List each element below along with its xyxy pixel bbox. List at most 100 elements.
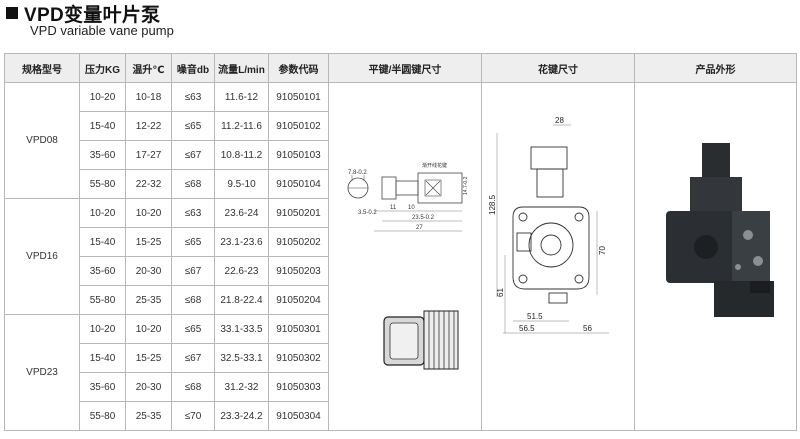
temp-cell: 25-35	[125, 401, 172, 431]
temp-cell: 10-20	[125, 198, 172, 228]
dim-text: 51.5	[527, 312, 543, 321]
spline-shaft-image	[383, 310, 459, 370]
code-cell: 91050304	[268, 401, 329, 431]
page-title: VPD变量叶片泵	[24, 4, 161, 26]
table-row: 55-80 25-35 ≤70 23.3-24.2 91050304	[5, 401, 797, 431]
temp-cell: 10-18	[125, 82, 172, 112]
pressure-cell: 15-40	[79, 111, 126, 141]
flow-cell: 22.6-23	[214, 256, 269, 286]
noise-cell: ≤63	[171, 82, 215, 112]
dim-text: 61	[496, 288, 505, 297]
dim-text: 56.5	[519, 324, 535, 333]
noise-cell: ≤65	[171, 227, 215, 257]
noise-cell: ≤65	[171, 314, 215, 344]
noise-cell: ≤67	[171, 256, 215, 286]
spec-table: 规格型号 压力KG 温升℃ 噪音db 流量L/min 参数代码 平键/半圆键尺寸…	[4, 53, 797, 431]
temp-cell: 25-35	[125, 285, 172, 315]
pressure-cell: 55-80	[79, 285, 126, 315]
flow-cell: 23.6-24	[214, 198, 269, 228]
code-cell: 91050202	[268, 227, 329, 257]
table-row: VPD08 10-20 10-18 ≤63 11.6-12 91050101 7…	[4, 82, 797, 431]
dim-text: 10	[408, 205, 415, 211]
key-size-drawing-cell: 7.8-0.2 渐开线花键 14.7-0.2 3.5-0.2 11 10	[328, 82, 482, 431]
col-header-key-size: 平键/半圆键尺寸	[328, 53, 482, 83]
noise-cell: ≤68	[171, 372, 215, 402]
temp-cell: 17-27	[125, 140, 172, 170]
temp-cell: 20-30	[125, 256, 172, 286]
title-square-icon	[6, 7, 18, 19]
noise-cell: ≤67	[171, 343, 215, 373]
col-header-code: 参数代码	[268, 53, 329, 83]
pressure-cell: 35-60	[79, 372, 126, 402]
code-cell: 91050104	[268, 169, 329, 199]
dim-text: 70	[598, 246, 607, 255]
code-cell: 91050301	[268, 314, 329, 344]
flow-cell: 11.2-11.6	[214, 111, 269, 141]
code-cell: 91050303	[268, 372, 329, 402]
col-header-pressure: 压力KG	[79, 53, 126, 83]
col-header-temp: 温升℃	[125, 53, 172, 83]
dim-text: 7.8-0.2	[348, 170, 367, 176]
page-header: VPD变量叶片泵 VPD variable vane pump	[4, 2, 174, 38]
dim-text: 14.7-0.2	[463, 176, 469, 195]
code-cell: 91050101	[268, 82, 329, 112]
dim-text: 56	[583, 324, 592, 333]
flow-cell: 11.6-12	[214, 82, 269, 112]
noise-cell: ≤70	[171, 401, 215, 431]
spline-drawing: 28 128.5 70 61 51.5 56.5 56	[488, 116, 609, 334]
temp-cell: 12-22	[125, 111, 172, 141]
code-cell: 91050102	[268, 111, 329, 141]
code-cell: 91050302	[268, 343, 329, 373]
col-header-model: 规格型号	[4, 53, 80, 83]
noise-cell: ≤63	[171, 198, 215, 228]
table-row: VPD23 10-20 10-20 ≤65 33.1-33.5 91050301	[4, 314, 797, 431]
code-cell: 91050201	[268, 198, 329, 228]
noise-cell: ≤65	[171, 111, 215, 141]
model-cell: VPD08	[4, 82, 80, 199]
dim-text: 11	[390, 205, 397, 211]
flow-cell: 10.8-11.2	[214, 140, 269, 170]
flow-cell: 23.1-23.6	[214, 227, 269, 257]
table-row: VPD16 10-20 10-20 ≤63 23.6-24 91050201	[4, 198, 797, 315]
col-header-product-shape: 产品外形	[634, 53, 797, 83]
drawing-label: 渐开线花键	[422, 162, 447, 169]
flow-cell: 31.2-32	[214, 372, 269, 402]
flow-cell: 9.5-10	[214, 169, 269, 199]
pressure-cell: 10-20	[79, 314, 126, 344]
pressure-cell: 15-40	[79, 343, 126, 373]
temp-cell: 20-30	[125, 372, 172, 402]
temp-cell: 10-20	[125, 314, 172, 344]
temp-cell: 15-25	[125, 343, 172, 373]
pressure-cell: 15-40	[79, 227, 126, 257]
flow-cell: 21.8-22.4	[214, 285, 269, 315]
table-row: 15-40 15-25 ≤67 32.5-33.1 91050302	[5, 343, 797, 373]
dim-text: 23.5-0.2	[412, 215, 435, 221]
table-row: 15-40 12-22 ≤65 11.2-11.6 91050102	[5, 111, 797, 141]
spline-size-drawing-cell: 28 128.5 70 61 51.5 56.5 56	[481, 82, 635, 431]
pressure-cell: 10-20	[79, 198, 126, 228]
table-row: 55-80 25-35 ≤68 21.8-22.4 91050204	[5, 285, 797, 315]
flow-cell: 33.1-33.5	[214, 314, 269, 344]
flow-cell: 32.5-33.1	[214, 343, 269, 373]
dim-text: 128.5	[488, 194, 497, 215]
flow-cell: 23.3-24.2	[214, 401, 269, 431]
temp-cell: 15-25	[125, 227, 172, 257]
noise-cell: ≤67	[171, 140, 215, 170]
table-row: 35-60 20-30 ≤67 22.6-23 91050203	[5, 256, 797, 286]
dim-text: 28	[555, 116, 564, 125]
noise-cell: ≤68	[171, 169, 215, 199]
page-subtitle: VPD variable vane pump	[30, 23, 174, 38]
table-row: 55-80 22-32 ≤68 9.5-10 91050104	[5, 169, 797, 199]
code-cell: 91050204	[268, 285, 329, 315]
product-shape-cell	[634, 82, 797, 431]
key-drawing: 7.8-0.2 渐开线花键 14.7-0.2 3.5-0.2 11 10	[347, 162, 469, 370]
pressure-cell: 55-80	[79, 401, 126, 431]
pressure-cell: 35-60	[79, 140, 126, 170]
col-header-flow: 流量L/min	[214, 53, 269, 83]
vane-pump-image	[665, 143, 774, 317]
col-header-spline-size: 花键尺寸	[481, 53, 635, 83]
noise-cell: ≤68	[171, 285, 215, 315]
col-header-noise: 噪音db	[171, 53, 215, 83]
dim-text: 27	[416, 225, 423, 231]
pump-photo	[665, 143, 774, 317]
